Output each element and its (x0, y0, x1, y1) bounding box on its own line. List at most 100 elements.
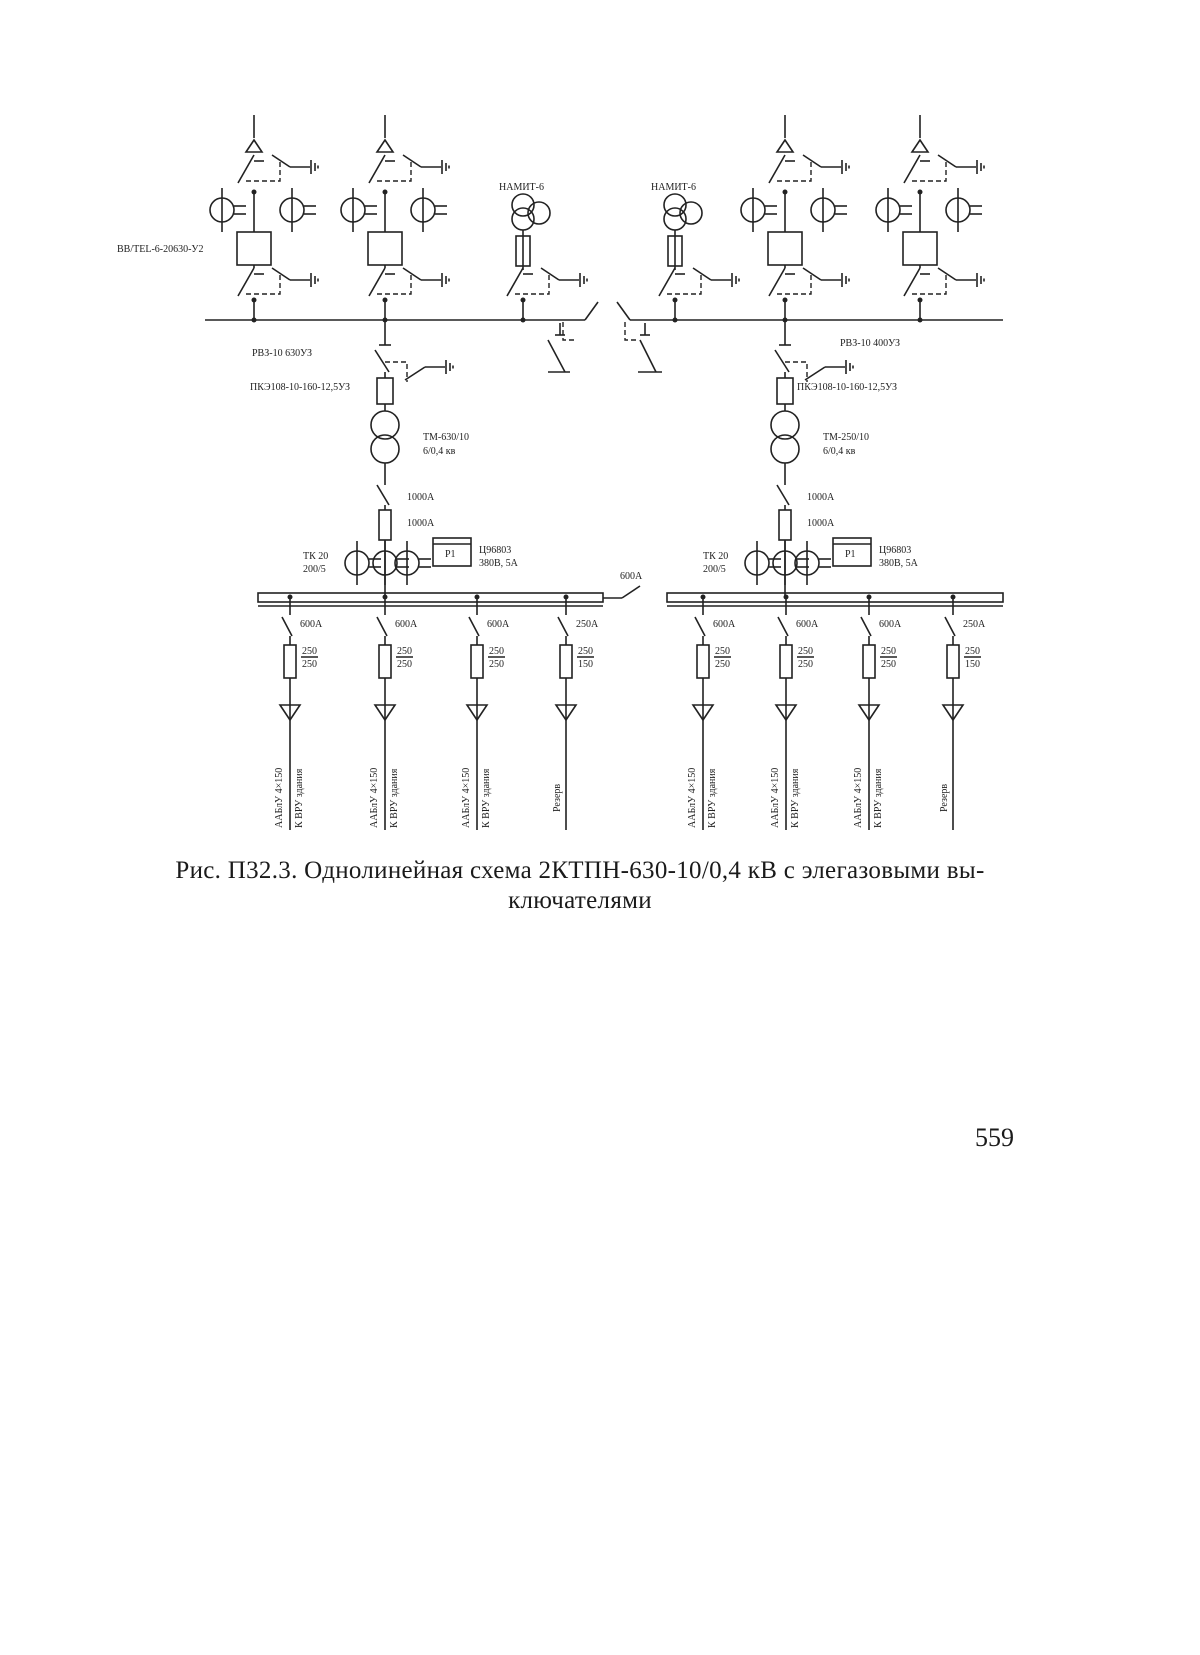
fuse-rating-top-label: 250 (715, 646, 730, 657)
meter-label: Р1 (445, 549, 456, 560)
hv-fuse-box (377, 378, 393, 404)
interlock-dashed-line (515, 272, 549, 294)
feeder-switch-icon (469, 617, 479, 636)
lv-circuit-breaker-icon (777, 485, 789, 505)
ct-label: ТК 20 (703, 551, 728, 562)
breaker-type-label: ВВ/TEL-6-20630-У2 (117, 244, 204, 255)
earthing-switch-icon (693, 268, 711, 280)
fuse-rating-bottom-label: 150 (578, 659, 593, 670)
cable-head-icon (912, 140, 928, 152)
fuse-rating-bottom-label: 250 (489, 659, 504, 670)
fuse-rating-top-label: 250 (489, 646, 504, 657)
disconnector-icon (369, 268, 385, 296)
earthing-switch-icon (405, 367, 425, 380)
disconnector-icon (507, 268, 523, 296)
feeder-switch-icon (558, 617, 568, 636)
figure-caption: Рис. П32.3. Однолинейная схема 2КТПН-630… (100, 856, 1060, 916)
lv-circuit-breaker-icon (377, 485, 389, 505)
caption-line-2: ключателями (100, 886, 1060, 916)
earthing-switch-icon (938, 155, 956, 167)
interlock-dashed-line (777, 159, 811, 181)
fuse-rating-bottom-label: 250 (715, 659, 730, 670)
earthing-switch-icon (403, 155, 421, 167)
feeder-cable-label: ААБлУ 4×150 (461, 768, 472, 828)
sectional-disconnector-icon (617, 302, 630, 320)
lv-switch-rating-label: 1000А (807, 492, 835, 503)
feeder-fuse-box (560, 645, 572, 678)
hv-fuse-type-label: ПКЭ108-10-160-12,5УЗ (250, 382, 350, 393)
feeder-switch-rating-label: 600А (487, 619, 510, 630)
cable-head-icon (246, 140, 262, 152)
fuse-rating-bottom-label: 250 (397, 659, 412, 670)
feeder-fuse-box (863, 645, 875, 678)
meter-type-label: Ц96803 (479, 545, 511, 556)
fuse-rating-top-label: 250 (578, 646, 593, 657)
feeder-cable-label: ААБлУ 4×150 (853, 768, 864, 828)
interlock-dashed-line (377, 272, 411, 294)
cable-head-icon (777, 140, 793, 152)
feeder-destination-label: К ВРУ здания (790, 768, 801, 828)
earthing-switch-icon (541, 268, 559, 280)
sectional-lv-switch (622, 586, 640, 598)
disconnector-icon (238, 268, 254, 296)
fuse-rating-top-label: 250 (965, 646, 980, 657)
disconnector-icon (375, 350, 389, 372)
feeder-destination-label: К ВРУ здания (707, 768, 718, 828)
single-line-diagram: ВВ/TEL-6-20630-У2 НАМИТ-6 НАМИТ-6Р1 Ц96803 3… (0, 0, 1200, 850)
interlock-dashed-line (625, 322, 637, 340)
lv-fuse-rating-label: 1000А (407, 518, 435, 529)
feeder-switch-rating-label: 600А (879, 619, 902, 630)
interlock-dashed-line (912, 159, 946, 181)
connection-dot (521, 318, 526, 323)
transformer-voltage-label: 6/0,4 кв (423, 446, 456, 457)
disconnector-icon (769, 155, 785, 183)
feeder-fuse-box (471, 645, 483, 678)
connection-dot (673, 318, 678, 323)
interlock-dashed-line (246, 272, 280, 294)
feeder-cable-label: ААБлУ 4×150 (274, 768, 285, 828)
disconnector-icon (369, 155, 385, 183)
voltage-transformer-label: НАМИТ-6 (651, 182, 696, 193)
earthing-switch-icon (640, 340, 656, 372)
earthing-switch-icon (805, 367, 825, 380)
feeder-fuse-box (947, 645, 959, 678)
fuse-rating-top-label: 250 (302, 646, 317, 657)
feeder-switch-icon (695, 617, 705, 636)
earthing-switch-icon (403, 268, 421, 280)
earthing-switch-icon (272, 155, 290, 167)
meter-rating-label: 380В, 5А (879, 558, 919, 569)
fuse-rating-top-label: 250 (881, 646, 896, 657)
feeder-switch-icon (282, 617, 292, 636)
disconnector-icon (904, 268, 920, 296)
lv-busbar (258, 593, 603, 602)
hv-fuse-type-label: ПКЭ108-10-160-12,5УЗ (797, 382, 897, 393)
feeder-destination-label: К ВРУ здания (389, 768, 400, 828)
connection-dot (252, 318, 257, 323)
feeder-switch-rating-label: 600А (713, 619, 736, 630)
connection-dot (918, 318, 923, 323)
feeder-switch-rating-label: 600А (300, 619, 323, 630)
circuit-breaker-box (903, 232, 937, 265)
transformer-model-label: ТМ-630/10 (423, 432, 469, 443)
disconnector-icon (904, 155, 920, 183)
voltage-transformer-label: НАМИТ-6 (499, 182, 544, 193)
earthing-switch-icon (938, 268, 956, 280)
interlock-dashed-line (377, 159, 411, 181)
disconnector-icon (238, 155, 254, 183)
feeder-switch-rating-label: 250А (576, 619, 599, 630)
fuse-rating-bottom-label: 250 (798, 659, 813, 670)
feeder-destination-label: К ВРУ здания (873, 768, 884, 828)
circuit-breaker-box (768, 232, 802, 265)
section-switch-label: 600А (620, 571, 643, 582)
feeder-fuse-box (780, 645, 792, 678)
sectional-disconnector-icon (585, 302, 598, 320)
cable-head-icon (377, 140, 393, 152)
earthing-switch-icon (548, 340, 565, 372)
feeder-cable-label: ААБлУ 4×150 (687, 768, 698, 828)
circuit-breaker-box (368, 232, 402, 265)
feeder-destination-label: Резерв (552, 784, 563, 812)
fuse-rating-bottom-label: 150 (965, 659, 980, 670)
feeder-switch-rating-label: 600А (395, 619, 418, 630)
lv-fuse-rating-label: 1000А (807, 518, 835, 529)
feeder-switch-icon (945, 617, 955, 636)
